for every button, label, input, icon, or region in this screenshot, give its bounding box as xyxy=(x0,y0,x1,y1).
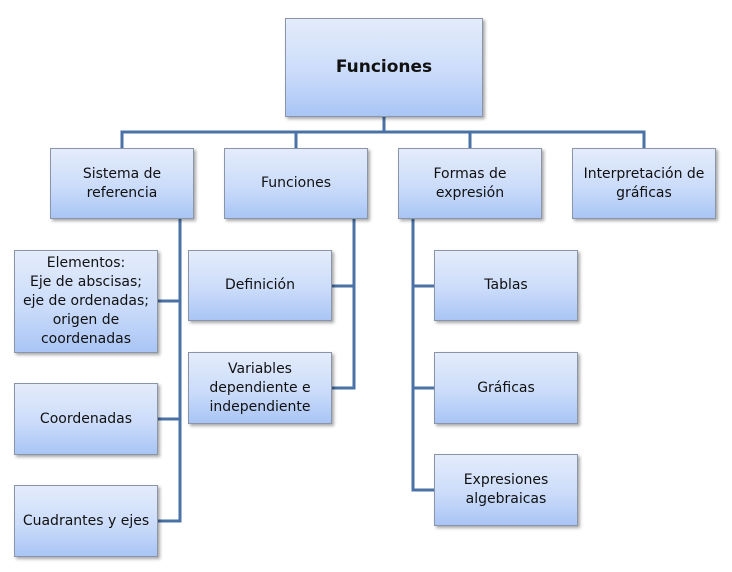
node-label: Tablas xyxy=(484,277,528,293)
node-label: Interpretación de gráficas xyxy=(583,165,705,201)
node-label: Gráficas xyxy=(477,379,535,396)
node-coordenadas: Coordenadas xyxy=(14,383,158,455)
node-label: Cuadrantes y ejes xyxy=(22,512,150,529)
node-formas-de-expresion: Formas de expresión xyxy=(398,148,542,219)
node-funciones: Funciones xyxy=(224,148,368,219)
node-label: Sistema de referencia xyxy=(82,165,162,201)
node-interpretacion-de-graficas: Interpretación de gráficas xyxy=(572,148,716,219)
node-label: Coordenadas xyxy=(39,410,133,427)
node-graficas: Gráficas xyxy=(434,352,578,424)
node-label: Formas de expresión xyxy=(433,165,507,201)
node-label: Funciones xyxy=(335,57,433,77)
node-cuadrantes-y-ejes: Cuadrantes y ejes xyxy=(14,485,158,557)
node-root-funciones: Funciones xyxy=(285,18,483,117)
node-sistema-de-referencia: Sistema de referencia xyxy=(50,148,194,219)
node-definicion: Definición xyxy=(188,250,332,321)
node-tablas: Tablas xyxy=(434,250,578,321)
node-label: Variables dependiente e independiente xyxy=(209,360,311,415)
node-expresiones-algebraicas: Expresiones algebraicas xyxy=(434,454,578,526)
node-elementos: Elementos: Eje de abscisas; eje de orden… xyxy=(14,250,158,353)
node-label: Definición xyxy=(225,277,295,293)
node-label: Expresiones algebraicas xyxy=(463,472,549,507)
node-label: Funciones xyxy=(261,175,331,191)
node-label: Elementos: Eje de abscisas; eje de orden… xyxy=(22,255,150,347)
node-variables: Variables dependiente e independiente xyxy=(188,352,332,424)
